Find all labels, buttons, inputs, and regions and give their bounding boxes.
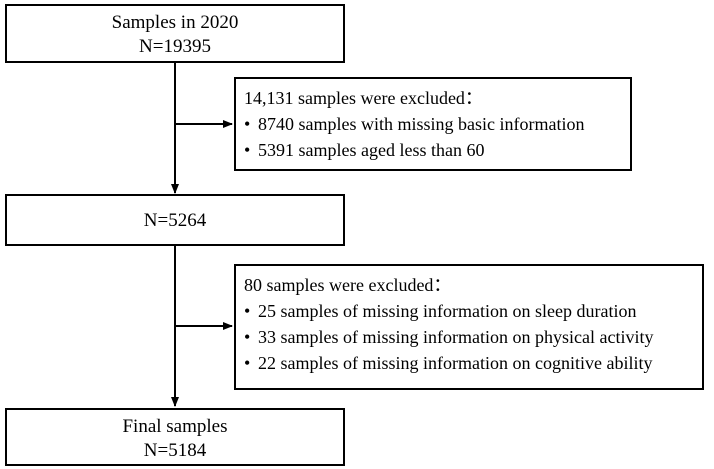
start-title: Samples in 2020 (111, 12, 239, 33)
bullet-icon: • (244, 327, 251, 347)
exclusion-box-1: 14,131 samples were excluded： •8740 samp… (234, 77, 632, 171)
middle-box: N=5264 (5, 194, 345, 246)
middle-count: N=5264 (143, 210, 207, 231)
bullet-icon: • (244, 114, 251, 134)
final-box: Final samples N=5184 (5, 408, 345, 466)
exclusion-2-item: •25 samples of missing information on sl… (244, 298, 702, 324)
start-count: N=19395 (139, 36, 211, 57)
final-title: Final samples (122, 416, 228, 437)
bullet-icon: • (244, 301, 251, 321)
final-count: N=5184 (143, 440, 207, 461)
exclusion-box-2: 80 samples were excluded： •25 samples of… (234, 264, 704, 390)
bullet-icon: • (244, 353, 251, 373)
exclusion-1-heading: 14,131 samples were excluded： (244, 88, 483, 108)
bullet-icon: • (244, 140, 251, 160)
start-box: Samples in 2020 N=19395 (5, 4, 345, 63)
exclusion-1-item: •8740 samples with missing basic informa… (244, 111, 630, 137)
exclusion-1-item: •5391 samples aged less than 60 (244, 137, 630, 163)
exclusion-2-item: •22 samples of missing information on co… (244, 350, 702, 376)
exclusion-2-item: •33 samples of missing information on ph… (244, 324, 702, 350)
exclusion-2-heading: 80 samples were excluded： (244, 275, 452, 295)
